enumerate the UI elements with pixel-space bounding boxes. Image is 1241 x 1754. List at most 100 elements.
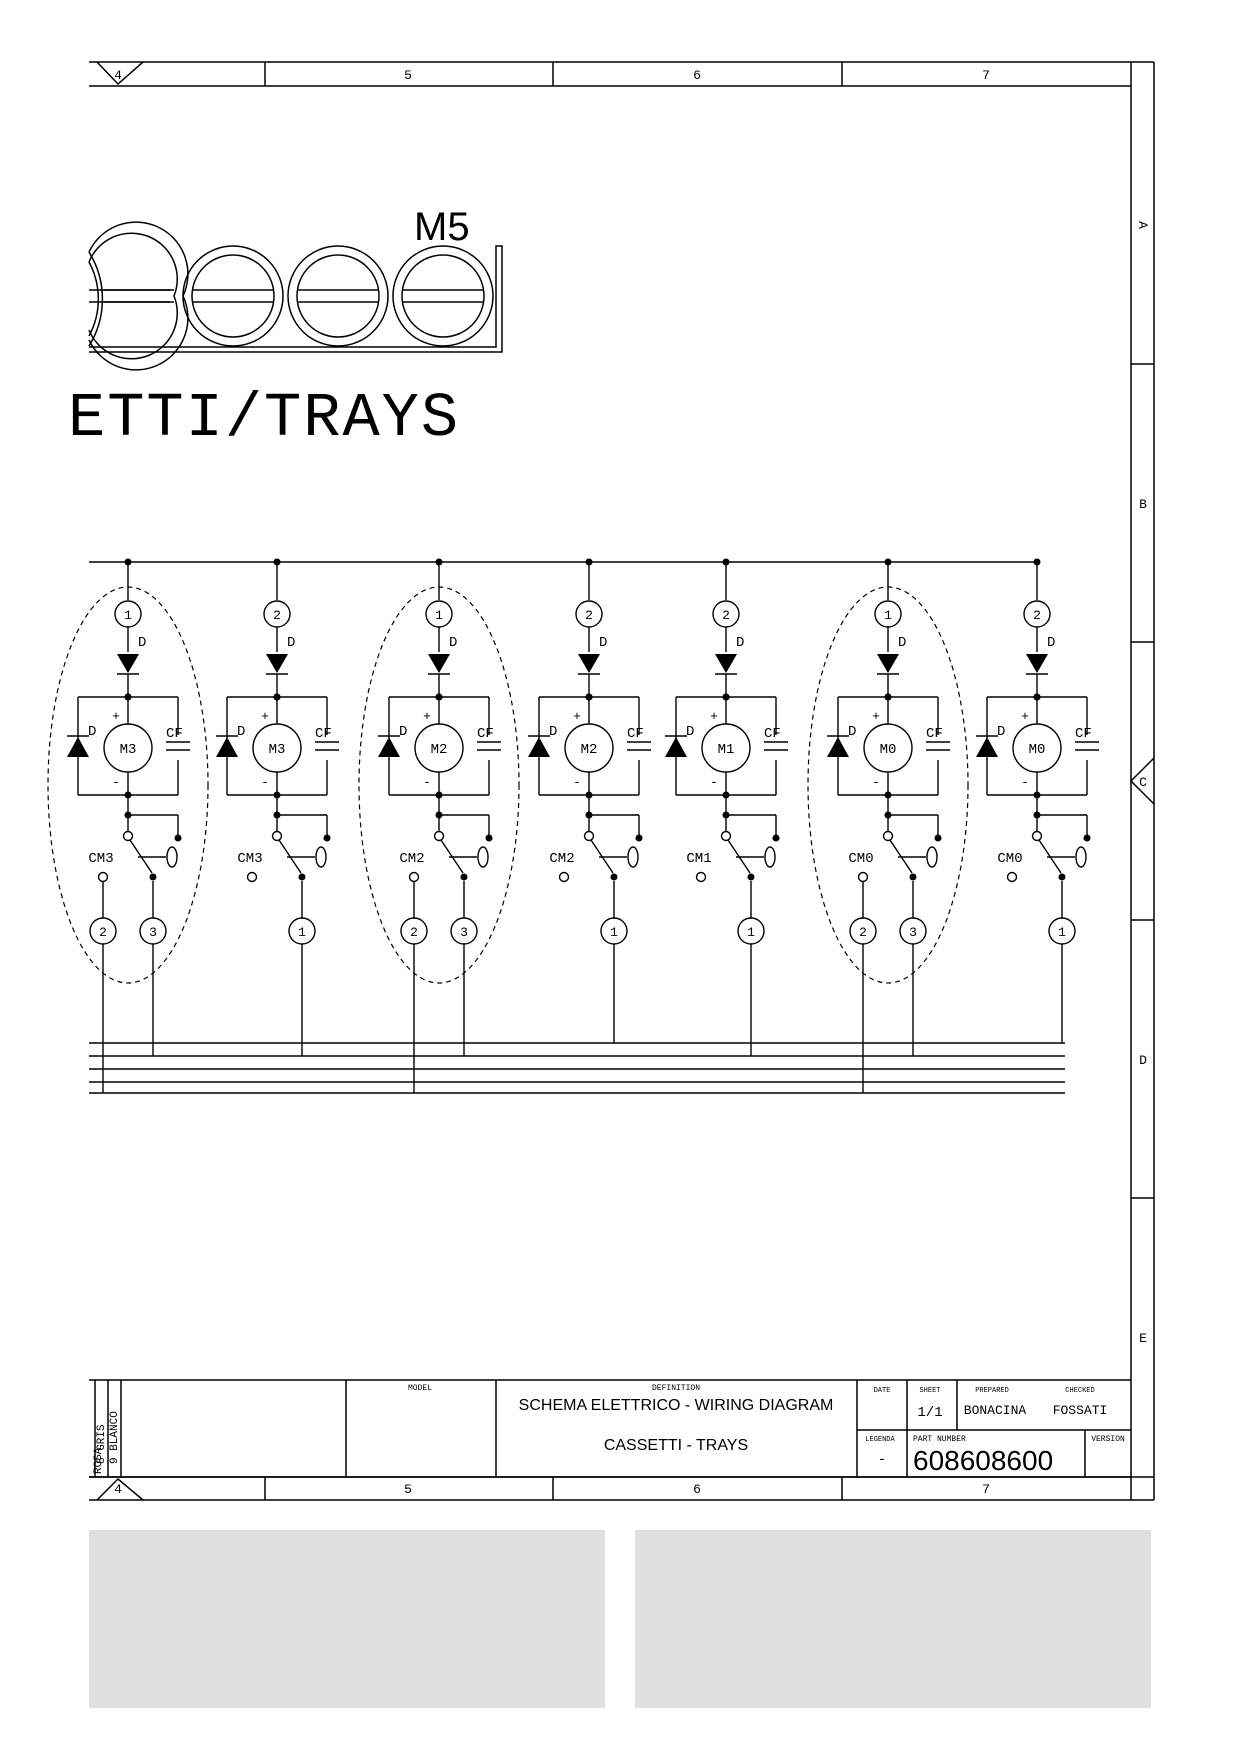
junction-dot [174,834,182,842]
plus-label: + [112,709,120,724]
plus-label: + [1021,709,1029,724]
switch-actuator [315,846,327,868]
diode-label: D [549,724,557,740]
junction-dot [485,834,493,842]
motor-symbol [103,723,153,773]
minus-label: - [573,775,581,790]
definition-line1: SCHEMA ELETTRICO - WIRING DIAGRAM [519,1397,834,1414]
minus-label: - [710,775,718,790]
output-label: 2 [859,925,867,940]
diode-label: D [237,724,245,740]
minus-label: - [872,775,880,790]
switch-actuator [166,846,178,868]
junction-dot [722,693,730,701]
row-label-e: E [1139,1331,1147,1346]
capacitor-label: CF [166,726,183,742]
junction-dot [435,693,443,701]
plus-label: + [423,709,431,724]
junction-dot [934,834,942,842]
drawing-title: ETTI/TRAYS [68,383,460,454]
motor-label: M2 [431,742,448,758]
motor-label: M2 [581,742,598,758]
output-label: 2 [410,925,418,940]
switch-contact [695,871,707,883]
tray-spiral-1 [88,251,170,347]
switch-contact [720,830,732,842]
switch-contact [558,871,570,883]
blank-panel-right [635,1530,1151,1708]
switch-contact [271,830,283,842]
drawing-frame [89,61,1155,1501]
switch-label: CM3 [237,851,262,867]
junction-dot [585,693,593,701]
sheet-label: SHEET [919,1387,940,1395]
frame-labels: 4 5 6 7 4 5 6 7 A B C D E [114,68,1150,1497]
switch-contact [122,830,134,842]
capacitor-label: CF [926,726,943,742]
switch-label: CM2 [399,851,424,867]
diode-label: D [1047,635,1055,651]
diode-symbol [67,737,89,757]
output-label: 2 [99,925,107,940]
switch-contact [857,871,869,883]
diode-label: D [599,635,607,651]
sheet-value: 1/1 [917,1405,942,1421]
output-label: 3 [460,925,468,940]
row-label-c: C [1139,775,1147,790]
col-label-6: 6 [693,68,701,83]
tray-illustration [88,221,503,371]
color-gris: 8 GRIS [96,1424,108,1464]
switch-contact [97,871,109,883]
diode-symbol [266,654,288,673]
pin-label: 1 [435,608,443,623]
motor-label: M0 [880,742,897,758]
diode-label: D [449,635,457,651]
col-label-5-bottom: 5 [404,1482,412,1497]
pin-label: 1 [124,608,132,623]
legenda-label: LEGENDA [865,1436,895,1444]
part-number-value: 608608600 [913,1445,1053,1476]
switch-contact [882,830,894,842]
junction-dot [1058,873,1066,881]
diode-symbol [528,737,550,757]
col-label-6-bottom: 6 [693,1482,701,1497]
diode-symbol [827,737,849,757]
motor-symbol [414,723,464,773]
minus-label: - [261,775,269,790]
junction-dot [323,834,331,842]
checked-label: CHECKED [1065,1387,1094,1395]
diode-symbol [578,654,600,673]
capacitor-label: CF [627,726,644,742]
diode-label: D [898,635,906,651]
switch-actuator [1075,846,1087,868]
motor-label: M1 [718,742,735,758]
switch-actuator [764,846,776,868]
diode-symbol [976,737,998,757]
date-label: DATE [874,1387,891,1395]
diode-label: D [399,724,407,740]
plus-label: + [573,709,581,724]
switch-contact [583,830,595,842]
checked-value: FOSSATI [1053,1403,1108,1418]
definition-label: DEFINITION [652,1384,700,1393]
title-block [89,1379,1131,1478]
pin-label: 2 [722,608,730,623]
version-label: VERSION [1091,1435,1125,1444]
junction-dot [610,873,618,881]
switch-label: CM0 [997,851,1022,867]
tray-spiral-3 [287,245,389,347]
junction-dot [909,873,917,881]
pin-label: 1 [884,608,892,623]
switch-contact [433,830,445,842]
output-label: 1 [298,925,306,940]
junction-dot [1083,834,1091,842]
output-label: 3 [149,925,157,940]
diode-label: D [736,635,744,651]
